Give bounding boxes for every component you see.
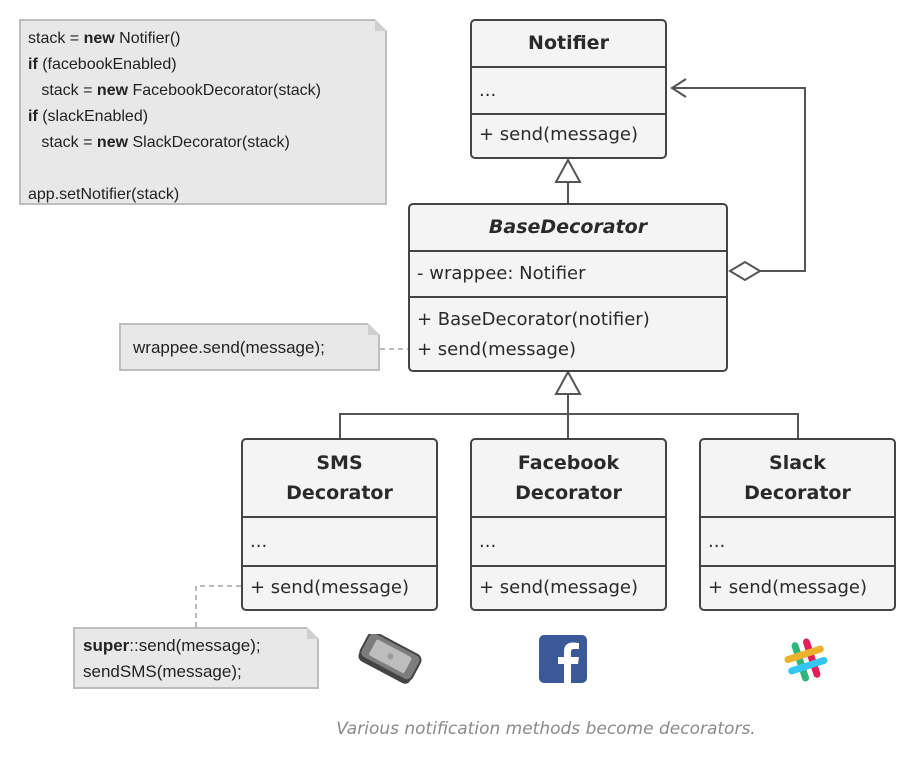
class-methods: + send(message) [479, 577, 639, 598]
class-fields: ... [250, 531, 268, 552]
code-line: stack = new Notifier() [28, 30, 181, 47]
phone-icon [358, 634, 422, 684]
note-corner [307, 627, 319, 639]
class-methods: + send(message) [479, 124, 639, 145]
base-decorator-class: BaseDecorator - wrappee: Notifier + Base… [408, 203, 728, 372]
class-methods: + send(message) [250, 577, 410, 598]
class-method: + send(message) [417, 339, 577, 360]
code-line: stack = new SlackDecorator(stack) [28, 134, 290, 151]
class-name: BaseDecorator [488, 216, 648, 238]
figure-caption: Various notification methods become deco… [336, 719, 756, 739]
code-note: stack = new Notifier() if (facebookEnabl… [19, 19, 387, 205]
class-fields: - wrappee: Notifier [417, 263, 586, 284]
code-line: if (slackEnabled) [28, 108, 149, 125]
wrappee-note: wrappee.send(message); [119, 323, 380, 371]
class-methods: + send(message) [708, 577, 868, 598]
class-fields: ... [708, 531, 726, 552]
facebook-icon [539, 635, 587, 683]
association-arrow-head [670, 78, 687, 98]
code-line: app.setNotifier(stack) [28, 186, 180, 203]
aggregation-diamond [728, 260, 762, 282]
inheritance-arrow-base [554, 369, 582, 395]
slack-icon [784, 638, 828, 682]
code-line: stack = new FacebookDecorator(stack) [28, 82, 322, 99]
inheritance-arrow-notifier [554, 157, 582, 183]
class-fields: ... [479, 80, 497, 101]
class-fields: ... [479, 531, 497, 552]
code-line: if (facebookEnabled) [28, 56, 177, 73]
note-corner [368, 323, 380, 335]
note-corner [375, 19, 387, 31]
class-method: + BaseDecorator(notifier) [417, 309, 650, 330]
super-note: super::send(message); sendSMS(message); [73, 627, 319, 689]
notifier-class: Notifier ... + send(message) [470, 19, 667, 159]
class-name: Notifier [528, 32, 609, 54]
code-line [28, 156, 385, 182]
